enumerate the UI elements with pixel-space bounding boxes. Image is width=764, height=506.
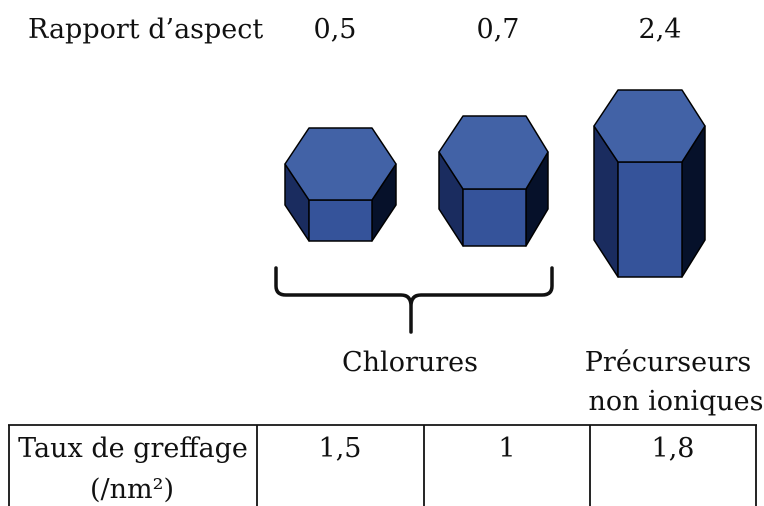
table-row-label: Taux de greffage <box>18 433 248 464</box>
hexagonal-prism-short-icon <box>284 127 397 242</box>
table-cell-value-3: 1,8 <box>651 433 695 464</box>
aspect-ratio-value-1: 0,5 <box>313 14 357 45</box>
aspect-ratio-value-2: 0,7 <box>476 14 520 45</box>
hexagonal-prism-tall-icon <box>593 89 706 278</box>
aspect-ratio-label: Rapport d’aspect <box>28 14 264 45</box>
group-label-chlorures: Chlorures <box>342 347 478 378</box>
aspect-ratio-value-3: 2,4 <box>638 14 682 45</box>
curly-brace-icon <box>274 266 554 334</box>
group-label-precurseurs: Précurseurs <box>584 347 752 378</box>
table-row-unit: (/nm²) <box>90 474 174 505</box>
table-cell-value-2: 1 <box>498 433 516 464</box>
table-cell-value-1: 1,5 <box>318 433 362 464</box>
group-label-non-ioniques: non ioniques <box>588 386 764 417</box>
hexagonal-prism-medium-icon <box>438 115 549 247</box>
